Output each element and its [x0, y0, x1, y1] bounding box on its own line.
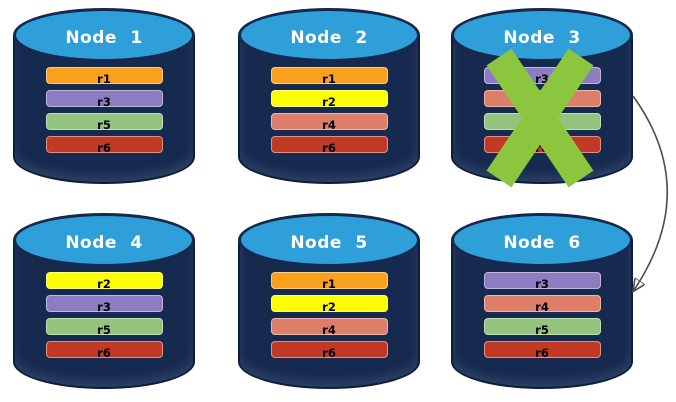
replica-bar: r3 — [45, 295, 163, 314]
cylinder-top: Node 2 — [238, 8, 420, 62]
replica-label: r2 — [322, 300, 336, 314]
node-title: Node 4 — [65, 233, 143, 253]
replica-bar: r5 — [45, 318, 163, 337]
node-cylinder: Node 5 r1 r2 r4 r6 — [238, 213, 420, 389]
cylinder-top: Node 5 — [238, 213, 420, 267]
cylinder-top: Node 4 — [13, 213, 195, 267]
replica-bar: r1 — [270, 272, 388, 291]
replica-label: r6 — [97, 141, 111, 155]
replica-list: r1 r2 r4 r6 — [238, 272, 420, 364]
replica-label: r3 — [97, 300, 111, 314]
node-cylinder: Node 2 r1 r2 r4 r6 — [238, 8, 420, 184]
cylinder-top: Node 6 — [451, 213, 633, 267]
replica-bar: r3 — [483, 272, 601, 291]
replica-bar: r3 — [45, 90, 163, 109]
replica-label: r4 — [322, 323, 336, 337]
replica-label: r6 — [535, 346, 549, 360]
replica-label: r1 — [322, 277, 336, 291]
replica-bar: r6 — [270, 136, 388, 155]
replica-label: r6 — [322, 141, 336, 155]
replica-bar: r2 — [270, 295, 388, 314]
node-title: Node 3 — [503, 28, 581, 48]
node-title: Node 5 — [290, 233, 368, 253]
replica-bar: r6 — [483, 341, 601, 360]
node-title: Node 2 — [290, 28, 368, 48]
node-cylinder: Node 6 r3 r4 r5 r6 — [451, 213, 633, 389]
replica-bar: r5 — [483, 318, 601, 337]
cylinder-top: Node 1 — [13, 8, 195, 62]
cylinder-top: Node 3 — [451, 8, 633, 62]
replica-bar: r4 — [270, 113, 388, 132]
replica-list: r3 r4 r5 r6 — [451, 272, 633, 364]
replica-label: r6 — [97, 346, 111, 360]
replica-label: r4 — [322, 118, 336, 132]
replica-bar: r4 — [483, 295, 601, 314]
replica-label: r3 — [535, 72, 549, 86]
replica-list: r1 r3 r5 r6 — [13, 67, 195, 159]
replica-label: r5 — [97, 323, 111, 337]
failure-x-icon — [486, 48, 594, 188]
node-title: Node 6 — [503, 233, 581, 253]
node-title: Node 1 — [65, 28, 143, 48]
replica-label: r1 — [322, 72, 336, 86]
replica-label: r1 — [97, 72, 111, 86]
replica-bar: r4 — [270, 318, 388, 337]
replica-label: r3 — [97, 95, 111, 109]
replica-label: r5 — [535, 323, 549, 337]
replica-list: r1 r2 r4 r6 — [238, 67, 420, 159]
replica-bar: r1 — [270, 67, 388, 86]
replica-bar: r1 — [45, 67, 163, 86]
replica-label: r3 — [535, 277, 549, 291]
replica-label: r2 — [97, 277, 111, 291]
replica-label: r6 — [322, 346, 336, 360]
replica-bar: r6 — [45, 341, 163, 360]
node-cylinder: Node 4 r2 r3 r5 r6 — [13, 213, 195, 389]
replica-bar: r6 — [270, 341, 388, 360]
replica-list: r2 r3 r5 r6 — [13, 272, 195, 364]
replica-bar: r2 — [270, 90, 388, 109]
replica-bar: r2 — [45, 272, 163, 291]
replica-label: r2 — [322, 95, 336, 109]
node-cylinder: Node 1 r1 r3 r5 r6 — [13, 8, 195, 184]
replica-bar: r6 — [45, 136, 163, 155]
replica-label: r5 — [97, 118, 111, 132]
replica-label: r4 — [535, 300, 549, 314]
replica-bar: r5 — [45, 113, 163, 132]
